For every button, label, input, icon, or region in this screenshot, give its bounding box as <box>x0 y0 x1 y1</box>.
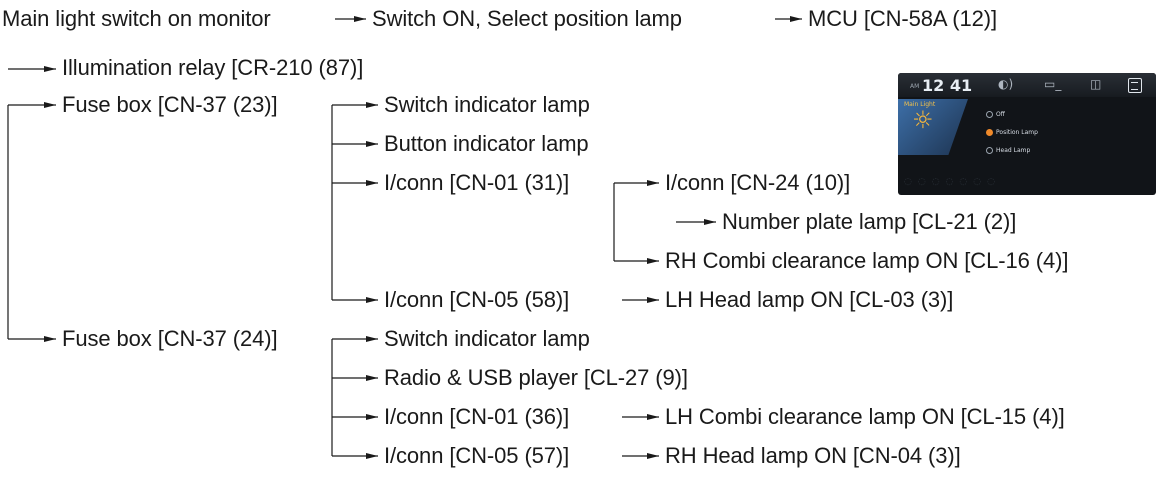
step-main-light-switch: Main light switch on monitor <box>2 6 271 31</box>
monitor-screen-title: Main Light <box>904 101 936 108</box>
arrow-head-5 <box>44 102 56 108</box>
node-fuse-box-23-switch-indicator: Switch indicator lamp <box>384 92 590 117</box>
node-radio-usb: Radio & USB player [CL-27 (9)] <box>384 365 688 390</box>
node-lh-combi-clearance: LH Combi clearance lamp ON [CL-15 (4)] <box>665 404 1065 429</box>
screen-icon: ◫ <box>1090 77 1102 91</box>
node-iconn-cn05-58: I/conn [CN-05 (58)] <box>384 287 570 312</box>
monitor-option-position-lamp: Position Lamp <box>986 129 1038 136</box>
arrow-head-1 <box>354 16 366 22</box>
arrow-head-15 <box>704 219 716 225</box>
arrow-head-14 <box>647 258 659 264</box>
node-illumination-relay: Illumination relay [CR-210 (87)] <box>62 55 364 80</box>
bulb-icon: ☼ <box>912 106 934 134</box>
arrow-head-22 <box>647 414 659 420</box>
node-fuse-box-24-switch-indicator: Switch indicator lamp <box>384 326 590 351</box>
arrow-head-11 <box>366 297 378 303</box>
arrow-head-19 <box>366 375 378 381</box>
node-iconn-cn01-36: I/conn [CN-01 (36)] <box>384 404 570 429</box>
node-iconn-cn24-10: I/conn [CN-24 (10)] <box>665 170 851 195</box>
arrow-head-3 <box>44 66 56 72</box>
step-switch-on: Switch ON, Select position lamp <box>372 6 682 31</box>
monitor-option-off: Off <box>986 111 1005 118</box>
arrow-head-2 <box>790 16 802 22</box>
arrow-head-23 <box>647 453 659 459</box>
node-lh-head-lamp: LH Head lamp ON [CL-03 (3)] <box>665 287 954 312</box>
node-rh-head-lamp: RH Head lamp ON [CN-04 (3)] <box>665 443 961 468</box>
node-iconn-cn05-57: I/conn [CN-05 (57)] <box>384 443 570 468</box>
arrow-head-16 <box>647 297 659 303</box>
node-fuse-box-23-button-indicator: Button indicator lamp <box>384 131 589 156</box>
media-icon: ▭_ <box>1044 77 1062 91</box>
arrow-head-21 <box>366 453 378 459</box>
monitor-ampm: AM <box>910 83 920 90</box>
node-fuse-box-24: Fuse box [CN-37 (24)] <box>62 326 278 351</box>
menu-icon <box>1128 78 1142 93</box>
arrow-head-9 <box>366 141 378 147</box>
arrow-head-6 <box>44 336 56 342</box>
step-mcu: MCU [CN-58A (12)] <box>808 6 998 31</box>
arrow-head-20 <box>366 414 378 420</box>
node-iconn-cn01-31: I/conn [CN-01 (31)] <box>384 170 570 195</box>
monitor-bottom-icons: ◌◌◌◌◌◌◌ <box>904 177 1001 187</box>
volume-icon: ◐) <box>998 77 1014 91</box>
monitor-screen-image: AM 12 41 ◐) ▭_ ◫ Main Light ☼ Off Positi… <box>898 73 1156 195</box>
arrow-head-10 <box>366 180 378 186</box>
node-number-plate-lamp: Number plate lamp [CL-21 (2)] <box>722 209 1017 234</box>
monitor-option-head-lamp: Head Lamp <box>986 147 1030 154</box>
monitor-status-bar <box>898 73 1156 97</box>
arrow-head-8 <box>366 102 378 108</box>
monitor-clock: 12 41 <box>922 76 973 95</box>
arrow-head-13 <box>647 180 659 186</box>
node-rh-combi-clearance: RH Combi clearance lamp ON [CL-16 (4)] <box>665 248 1069 273</box>
arrow-head-18 <box>366 336 378 342</box>
node-fuse-box-23: Fuse box [CN-37 (23)] <box>62 92 278 117</box>
